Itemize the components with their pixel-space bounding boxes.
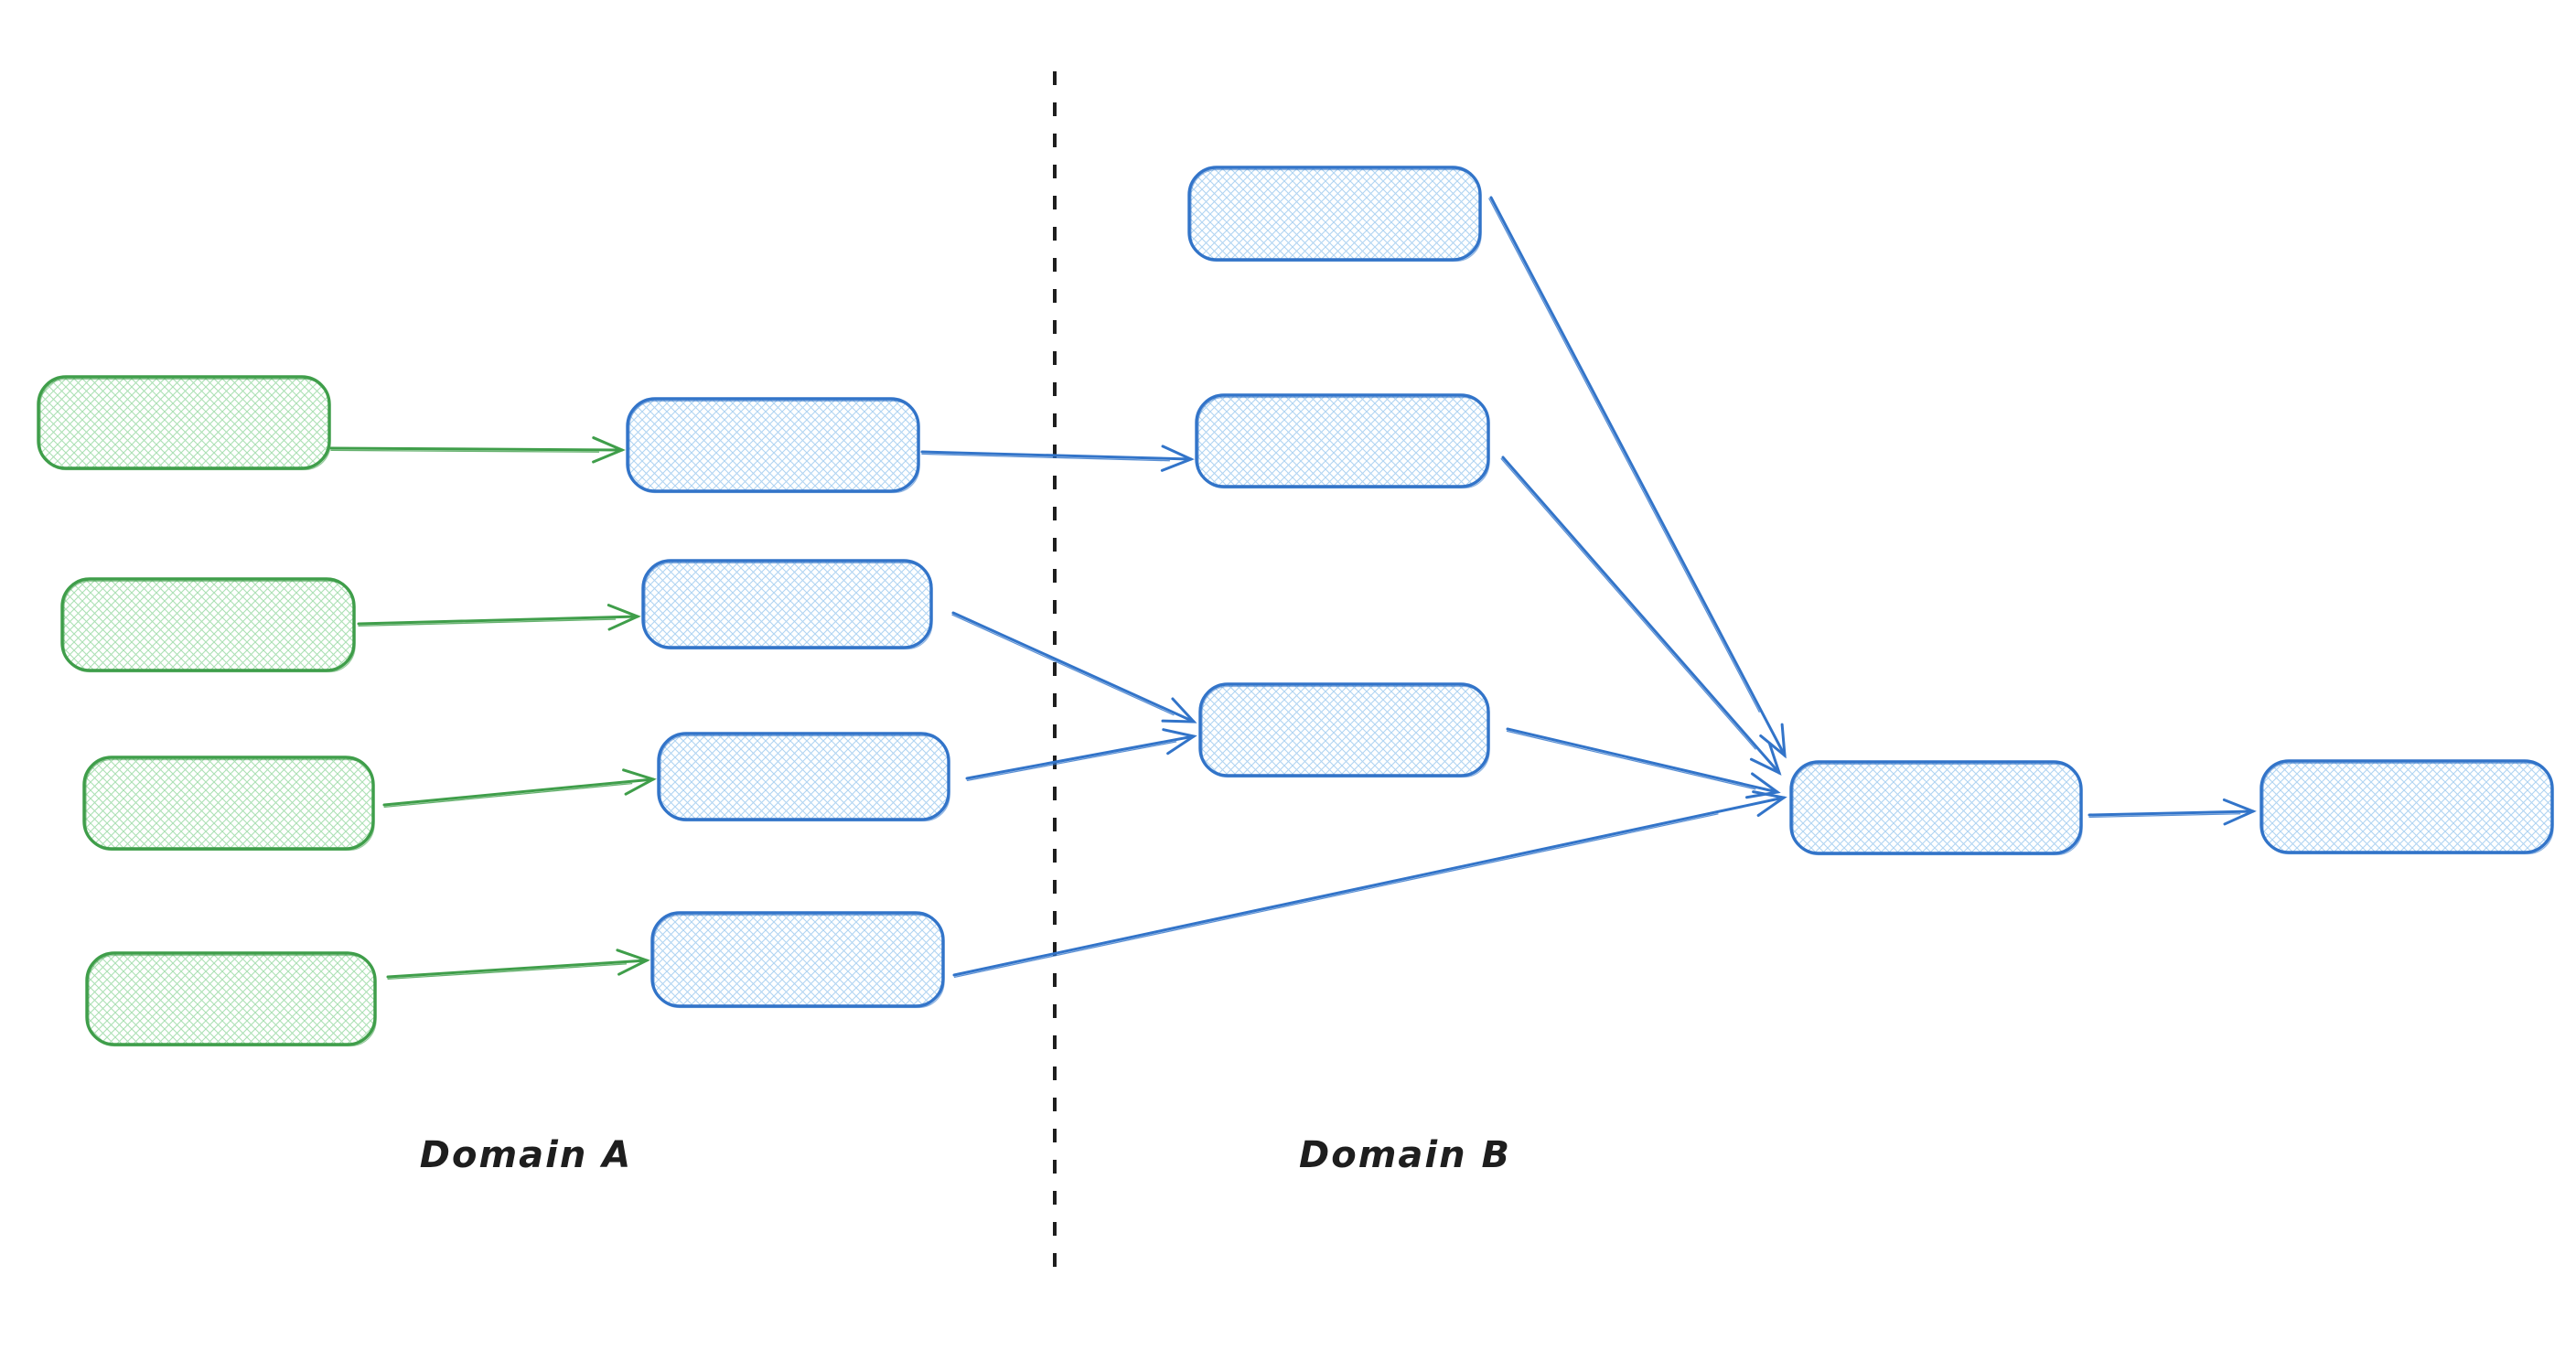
edge-blue-b-1-to-merge [1488,196,1787,759]
node-blue-b-final [2259,759,2554,855]
node-blue-b-2 [1195,393,1490,489]
node-green-3 [82,756,375,852]
edge-blue-a-4-to-merge [952,790,1787,978]
domain-b-label: Domain B [1299,1134,1511,1176]
edge-green-4-to-blue-a-4 [386,949,650,981]
node-blue-a-2 [641,559,933,650]
edge-blue-a-1-to-blue-b-2 [920,445,1195,472]
domain-a-label: Domain A [420,1134,632,1176]
node-green-2 [60,577,356,673]
edge-green-3-to-blue-a-3 [382,768,657,809]
edge-blue-b-2-to-merge [1500,456,1782,776]
edge-blue-a-3-to-blue-b-3 [965,728,1197,782]
node-blue-a-1 [626,397,920,494]
node-blue-a-3 [657,732,950,822]
edge-green-1-to-blue-a-1 [329,436,626,464]
node-blue-b-merge [1789,760,2083,856]
nodes-layer [37,166,2554,1047]
node-blue-b-1 [1187,166,1482,263]
edge-blue-a-2-to-blue-b-3 [951,611,1197,724]
node-green-4 [85,951,377,1047]
edge-green-2-to-blue-a-2 [357,604,641,631]
node-blue-a-4 [650,911,945,1009]
edge-blue-b-3-to-merge [1506,727,1781,799]
edges-layer [329,196,2257,981]
edge-merge-to-final [2088,798,2257,826]
node-green-1 [37,375,331,471]
node-blue-b-3 [1198,682,1490,778]
